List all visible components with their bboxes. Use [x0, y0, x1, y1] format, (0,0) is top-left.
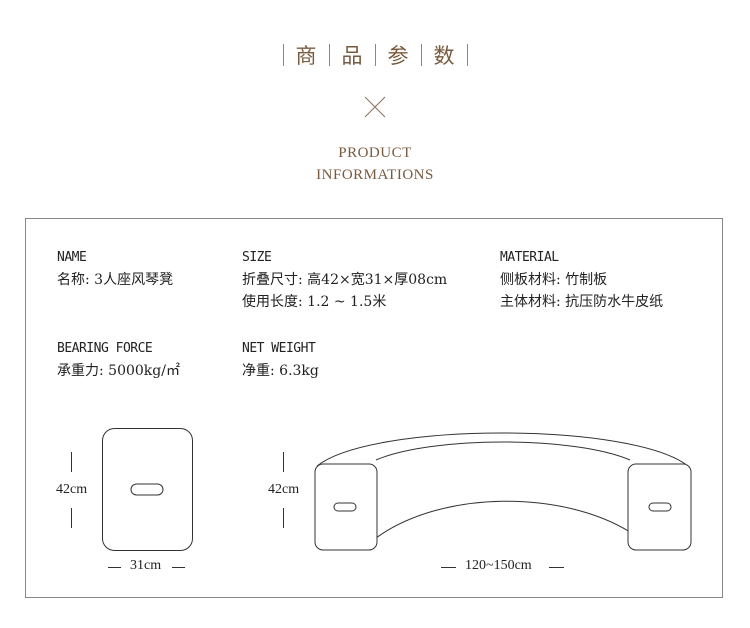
- dimension-tick: [108, 567, 121, 568]
- spec-value: 主体材料: 抗压防水牛皮纸: [500, 294, 664, 310]
- title-char: 品: [341, 44, 363, 68]
- left-height-label: 42cm: [56, 482, 88, 497]
- cross-icon: [364, 96, 386, 118]
- left-width-label: 31cm: [130, 558, 162, 573]
- spec-label: SIZE: [242, 250, 272, 265]
- spec-label: MATERIAL: [500, 250, 559, 265]
- section-title-cn: 商品参数: [0, 40, 750, 70]
- spec-value: 承重力: 5000kg/㎡: [57, 363, 180, 379]
- section-title-en: PRODUCT INFORMATIONS: [0, 142, 750, 186]
- divider: [282, 44, 284, 66]
- dimension-tick: [71, 452, 72, 472]
- spec-label: NAME: [57, 250, 87, 265]
- title-en-line: PRODUCT: [338, 145, 412, 161]
- spec-value: 名称: 3人座风琴凳: [57, 272, 174, 288]
- spec-value: 折叠尺寸: 高42×宽31×厚08cm: [242, 272, 448, 288]
- title-char: 数: [433, 44, 455, 68]
- right-width-label: 120~150cm: [465, 558, 532, 573]
- dimension-tick: [283, 452, 284, 472]
- dimension-tick: [172, 567, 185, 568]
- spec-value: 使用长度: 1.2 ~ 1.5米: [242, 294, 387, 310]
- right-height-label: 42cm: [268, 482, 300, 497]
- divider: [374, 44, 376, 66]
- spec-bearing-force: BEARING FORCE 承重力: 5000kg/㎡: [57, 338, 180, 382]
- spec-panel: [25, 218, 723, 598]
- title-char: 参: [387, 44, 409, 68]
- spec-size: SIZE 折叠尺寸: 高42×宽31×厚08cm 使用长度: 1.2 ~ 1.5…: [242, 247, 447, 313]
- spec-name: NAME 名称: 3人座风琴凳: [57, 247, 173, 291]
- dimension-tick: [441, 567, 456, 568]
- spec-value: 侧板材料: 竹制板: [500, 272, 608, 288]
- handle-slot-icon: [648, 502, 672, 512]
- folded-stool-drawing: [102, 428, 193, 551]
- extended-stool-drawing: [314, 432, 692, 551]
- spec-label: BEARING FORCE: [57, 341, 153, 356]
- divider: [466, 44, 468, 66]
- handle-slot-icon: [333, 502, 357, 512]
- dimension-tick: [549, 567, 564, 568]
- spec-label: NET WEIGHT: [242, 341, 316, 356]
- divider: [328, 44, 330, 66]
- dimension-tick: [283, 508, 284, 528]
- title-char: 商: [295, 44, 317, 68]
- spec-value: 净重: 6.3kg: [242, 363, 319, 379]
- dimension-tick: [71, 508, 72, 528]
- divider: [420, 44, 422, 66]
- spec-material: MATERIAL 侧板材料: 竹制板 主体材料: 抗压防水牛皮纸: [500, 247, 663, 313]
- spec-net-weight: NET WEIGHT 净重: 6.3kg: [242, 338, 319, 382]
- handle-slot-icon: [130, 483, 164, 496]
- title-en-line: INFORMATIONS: [316, 167, 434, 183]
